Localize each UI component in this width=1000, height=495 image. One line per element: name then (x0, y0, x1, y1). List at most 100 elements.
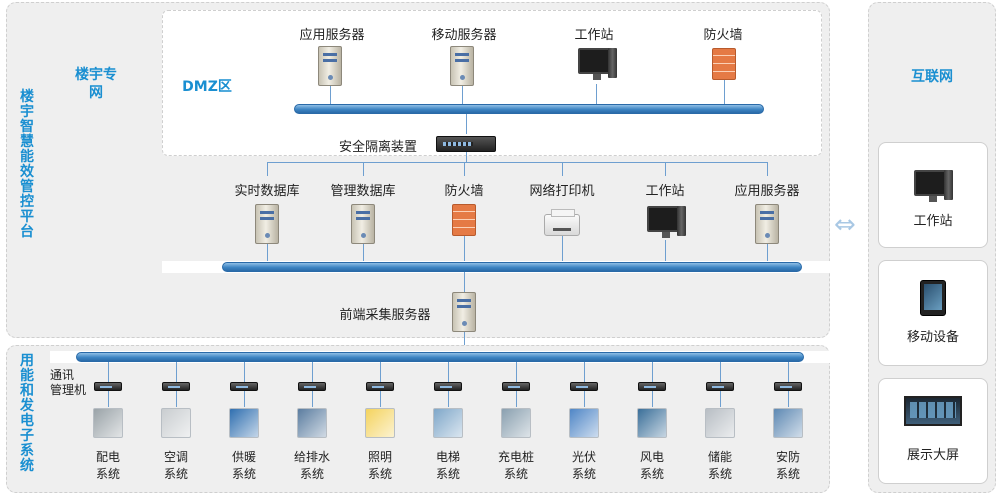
internet-card-display (878, 378, 988, 484)
dmz-device-label: 工作站 (574, 28, 614, 43)
subsystem-label: 给排水 (293, 450, 330, 464)
private-device-label: 管理数据库 (330, 184, 396, 199)
internet-card-workstation (878, 142, 988, 248)
connector (767, 162, 768, 176)
private-network-label: 楼宇专网 (75, 67, 117, 101)
connector (562, 236, 563, 262)
tablet-icon (920, 280, 946, 316)
connector (267, 244, 268, 262)
server-icon (452, 292, 476, 332)
connector (652, 391, 653, 407)
connector (108, 391, 109, 407)
connector (464, 272, 465, 292)
connector (596, 84, 597, 106)
connector (448, 362, 449, 382)
connector (516, 362, 517, 382)
subsystem-label: 光伏 (571, 450, 596, 464)
connector (462, 86, 463, 106)
comm-manager-icon (366, 382, 394, 391)
subsystem-label: 系统 (571, 467, 596, 481)
comm-manager-icon (434, 382, 462, 391)
subsystem-label: 供暖 (231, 450, 256, 464)
connector (720, 391, 721, 407)
subsystem-label: 系统 (639, 467, 664, 481)
comm-manager-icon (706, 382, 734, 391)
comm-manager-label: 通讯 管理机 (50, 368, 87, 397)
subsystem-label: 系统 (775, 467, 800, 481)
subsystem-image (229, 408, 259, 438)
workstation-tower-icon (608, 48, 617, 78)
front-server-label: 前端采集服务器 (339, 308, 431, 323)
subsystem-image (433, 408, 463, 438)
internet-item-label: 工作站 (913, 214, 953, 229)
dmz-device-label: 移动服务器 (431, 28, 497, 43)
connector (312, 362, 313, 382)
connector (448, 391, 449, 407)
comm-manager-icon (774, 382, 802, 391)
connector (363, 162, 364, 176)
comm-manager-icon (502, 382, 530, 391)
connector (464, 236, 465, 262)
connector (652, 362, 653, 382)
isolation-device-icon (436, 136, 496, 152)
internet-item-label: 展示大屏 (906, 448, 959, 463)
subsystem-image (161, 408, 191, 438)
subsystem-bus (76, 352, 804, 362)
connector (665, 162, 666, 176)
subsystem-label: 系统 (707, 467, 732, 481)
subsystem-label: 系统 (367, 467, 392, 481)
connector (176, 362, 177, 382)
dmz-label: DMZ区 (182, 79, 232, 95)
connector (464, 162, 465, 176)
subsystem-label: 系统 (163, 467, 188, 481)
platform-title: 楼宇智慧能效管控平台 (20, 89, 34, 240)
subsystem-image (297, 408, 327, 438)
connector (516, 391, 517, 407)
private-device-label: 网络打印机 (529, 184, 595, 199)
connector (720, 362, 721, 382)
subsystem-panel (6, 345, 830, 493)
connector (363, 244, 364, 262)
server-icon (755, 204, 779, 244)
firewall-icon (452, 204, 476, 236)
connector (788, 391, 789, 407)
subsystem-label: 充电桩 (497, 450, 534, 464)
dmz-bus (294, 104, 764, 114)
subsystem-image (501, 408, 531, 438)
subsystem-image (637, 408, 667, 438)
subsystem-label: 储能 (707, 450, 732, 464)
subsystem-label: 系统 (503, 467, 528, 481)
subsystem-image (93, 408, 123, 438)
subsystem-label: 安防 (775, 450, 800, 464)
server-icon (450, 46, 474, 86)
subsystem-label: 配电 (95, 450, 120, 464)
subsystem-image (569, 408, 599, 438)
connector (562, 162, 563, 176)
connector (788, 362, 789, 382)
connector (466, 152, 467, 162)
connector (464, 332, 465, 352)
connector (665, 240, 666, 262)
connector (267, 162, 268, 176)
connector (584, 391, 585, 407)
subsystem-label: 系统 (95, 467, 120, 481)
connector (380, 362, 381, 382)
subsystem-label: 风电 (639, 450, 664, 464)
connector (380, 391, 381, 407)
private-bus (222, 262, 802, 272)
connector (330, 86, 331, 106)
subsystem-label: 电梯 (435, 450, 460, 464)
comm-manager-icon (94, 382, 122, 391)
internet-item-label: 移动设备 (906, 330, 959, 345)
dmz-device-label: 防火墙 (703, 28, 743, 43)
private-device-label: 实时数据库 (234, 184, 300, 199)
firewall-icon (712, 48, 736, 80)
workstation-tower-icon (944, 170, 953, 200)
connector (724, 80, 725, 106)
connector (108, 362, 109, 382)
subsystem-image (773, 408, 803, 438)
server-icon (255, 204, 279, 244)
subsystem-label: 系统 (435, 467, 460, 481)
subsystem-image (705, 408, 735, 438)
subsystem-label: 空调 (163, 450, 188, 464)
